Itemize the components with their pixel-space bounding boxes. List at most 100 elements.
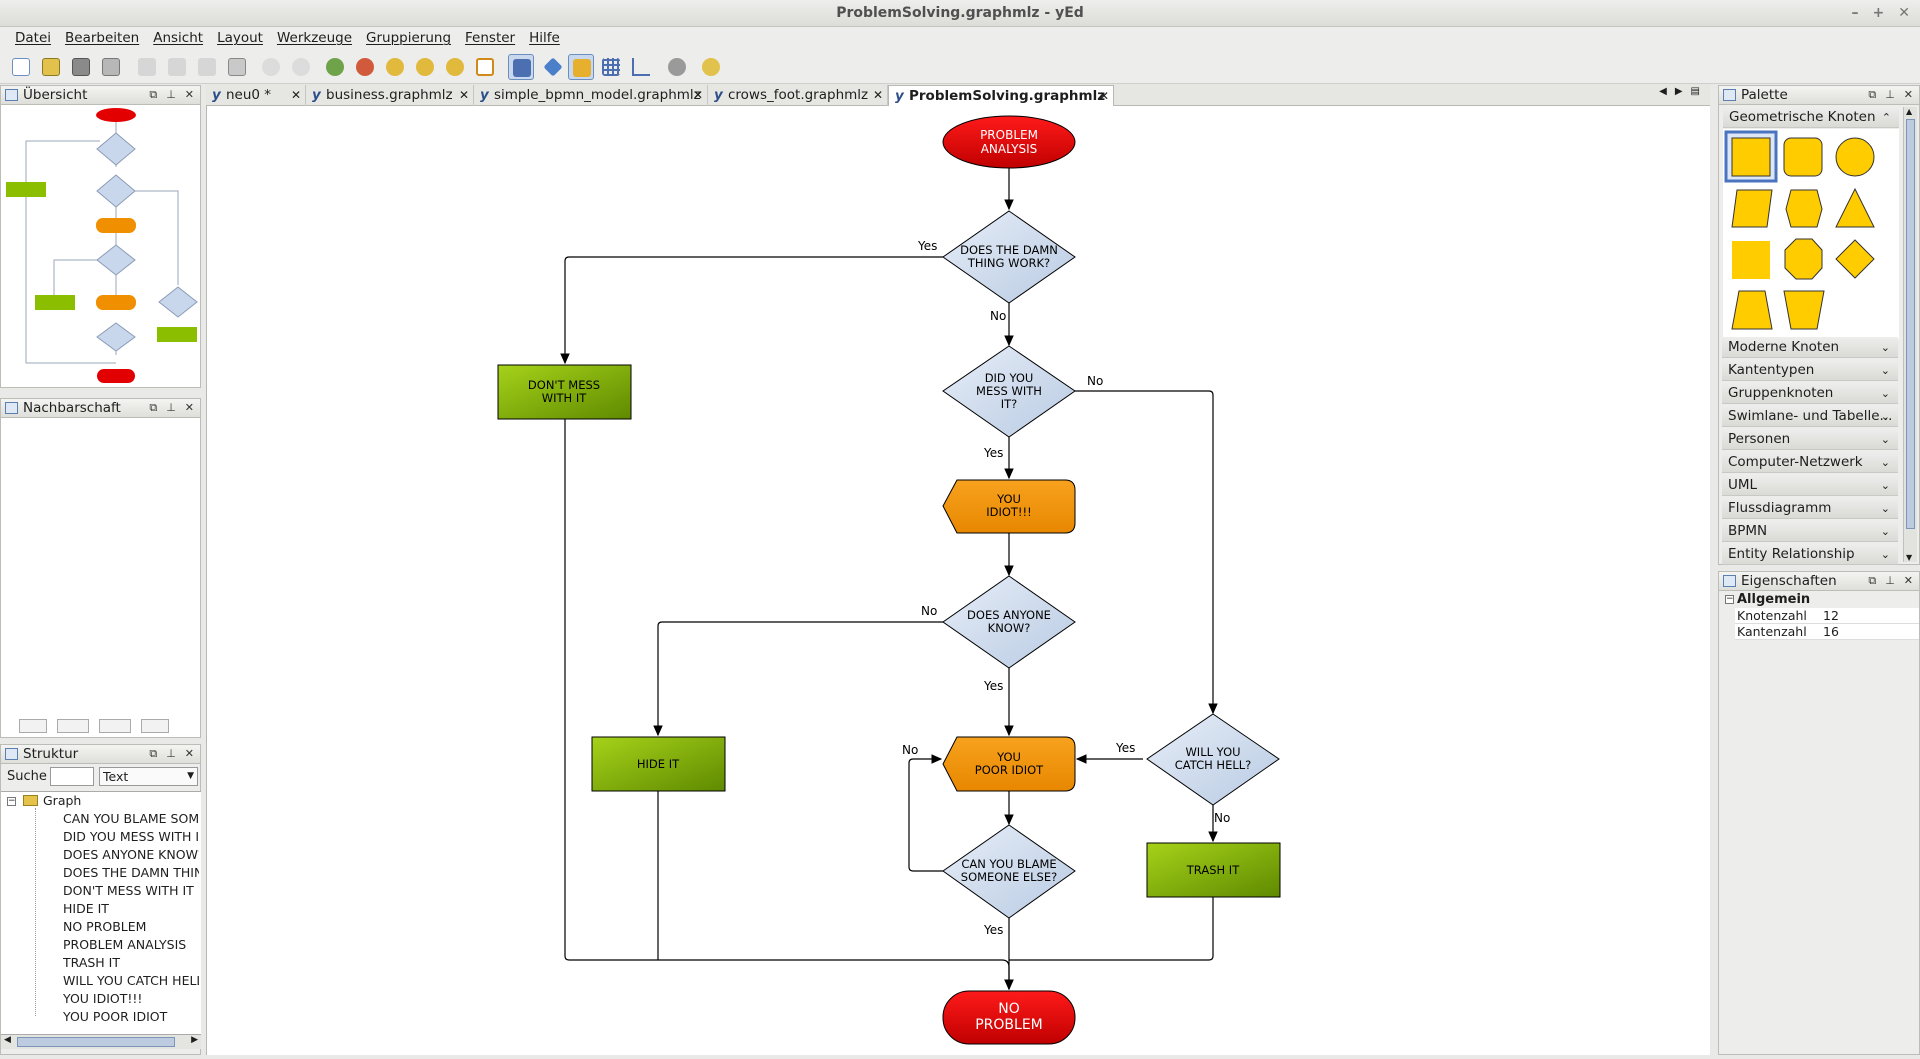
menu-werkzeuge[interactable]: Werkzeuge [276,30,353,46]
scrollbar-thumb[interactable] [17,1037,175,1047]
overview-panel[interactable] [0,105,201,388]
tab-close-icon[interactable]: ✕ [1098,89,1109,103]
fit-content-button[interactable] [472,54,498,80]
new-document-button[interactable] [8,54,34,80]
property-row[interactable]: Knotenzahl 12 [1735,608,1919,624]
tree-item[interactable]: DOES THE DAMN THING [63,865,199,880]
tree-item[interactable]: TRASH IT [63,955,199,970]
neighborhood-mode-1-icon[interactable] [19,719,47,733]
tab-close-icon[interactable]: ✕ [290,88,301,102]
palette-group-geometric[interactable]: Geometrische Knoten⌃ [1723,107,1899,128]
edge-mess-no[interactable] [1075,390,1218,715]
tree-item[interactable]: YOU POOR IDIOT [63,1009,199,1024]
palette-group-group-nodes[interactable]: Gruppenknoten⌄ [1722,383,1898,404]
shape-trapezoid[interactable] [1731,290,1773,330]
edge-work-yes[interactable] [560,256,943,365]
structure-close-icon[interactable]: ✕ [184,747,194,760]
open-button[interactable] [38,54,64,80]
tree-item[interactable]: DOES ANYONE KNOW? [63,847,199,862]
minimize-button[interactable]: – [1851,5,1859,21]
zoom-button[interactable] [412,54,438,80]
structure-tree[interactable]: − Graph CAN YOU BLAME SOME DID YOU MESS … [1,791,201,1042]
orthogonal-edges-button[interactable] [628,54,654,80]
paste-button[interactable] [194,54,220,80]
shape-rectangle[interactable] [1731,137,1771,177]
overview-float-icon[interactable]: ⧉ [149,88,158,101]
menu-layout[interactable]: Layout [217,30,263,46]
tree-item[interactable]: HIDE IT [63,901,199,916]
zoom-out-button[interactable] [352,54,378,80]
tree-item[interactable]: DID YOU MESS WITH IT [63,829,199,844]
zoom-original-button[interactable] [382,54,408,80]
tree-item[interactable]: YOU IDIOT!!! [63,991,199,1006]
node-poor-idiot[interactable]: YOU POOR IDIOT [942,736,1076,792]
neighborhood-mode-2-icon[interactable] [57,719,89,733]
tree-item[interactable]: DON'T MESS WITH IT [63,883,199,898]
node-dont-mess[interactable]: DON'T MESS WITH IT [497,364,632,420]
graph-canvas[interactable]: Yes No No Yes No Yes Yes No No Yes PROBL… [206,106,1710,1055]
redo-button[interactable] [288,54,314,80]
export-button[interactable] [98,54,124,80]
shape-hexagon[interactable] [1785,189,1823,228]
node-trash-it[interactable]: TRASH IT [1146,842,1281,898]
menu-gruppierung[interactable]: Gruppierung [366,30,452,46]
edge-dont-mess-to-no-problem[interactable] [564,419,1014,991]
shape-rounded-rectangle[interactable] [1783,137,1823,177]
undo-button[interactable] [258,54,284,80]
palette-group-people[interactable]: Personen⌄ [1722,429,1898,450]
node-hide-it[interactable]: HIDE IT [591,736,726,792]
node-anyone-know[interactable]: DOES ANYONE KNOW? [942,575,1076,669]
layout-button[interactable] [664,54,690,80]
palette-group-modern[interactable]: Moderne Knoten⌄ [1722,337,1898,358]
menu-datei[interactable]: Datei [15,30,52,46]
copy-button[interactable] [164,54,190,80]
node-did-mess[interactable]: DID YOU MESS WITH IT? [942,345,1076,438]
shape-triangle[interactable] [1835,187,1875,228]
neighborhood-mode-3-icon[interactable] [99,719,131,733]
palette-group-entity-relationship[interactable]: Entity Relationship⌄ [1722,544,1898,565]
node-blame[interactable]: CAN YOU BLAME SOMEONE ELSE? [942,824,1076,919]
palette-group-network[interactable]: Computer-Netzwerk⌄ [1722,452,1898,473]
structure-pin-icon[interactable]: ⊥ [166,747,176,760]
palette-group-swimlane[interactable]: Swimlane- und Tabelle...⌄ [1722,406,1898,427]
tab-list-icon[interactable]: ▤ [1690,86,1700,97]
neighborhood-pin-icon[interactable]: ⊥ [166,401,176,414]
save-button[interactable] [68,54,94,80]
palette-float-icon[interactable]: ⧉ [1868,88,1877,101]
shape-ellipse[interactable] [1835,137,1875,177]
tab-scroll-left-icon[interactable]: ◀ [1659,86,1667,97]
properties-close-icon[interactable]: ✕ [1903,574,1913,587]
overview-pin-icon[interactable]: ⊥ [166,88,176,101]
neighborhood-float-icon[interactable]: ⧉ [149,401,158,414]
cut-button[interactable] [134,54,160,80]
shape-trapezoid-inverted[interactable] [1783,290,1825,330]
tree-item[interactable]: WILL YOU CATCH HELL? [63,973,199,988]
structure-search-input[interactable] [50,767,94,786]
properties-pin-icon[interactable]: ⊥ [1885,574,1895,587]
scroll-right-icon[interactable]: ▶ [191,1035,198,1045]
tree-item[interactable]: CAN YOU BLAME SOME [63,811,199,826]
edge-trash-to-no-problem[interactable] [1009,897,1214,961]
delete-button[interactable] [224,54,250,80]
overview-close-icon[interactable]: ✕ [184,88,194,101]
palette-group-flowchart[interactable]: Flussdiagramm⌄ [1722,498,1898,519]
edit-mode-button[interactable] [508,54,534,80]
tree-root-graph[interactable]: Graph [43,793,82,808]
edge-know-no[interactable] [653,621,943,737]
palette-close-icon[interactable]: ✕ [1903,88,1913,101]
scroll-up-icon[interactable]: ▲ [1906,107,1913,116]
palette-scrollbar[interactable]: ▲ ▼ [1903,107,1917,562]
shape-rectangle-borderless[interactable] [1732,241,1770,279]
shape-octagon[interactable] [1784,238,1823,280]
palette-pin-icon[interactable]: ⊥ [1885,88,1895,101]
shape-parallelogram[interactable] [1731,189,1773,228]
tab-close-icon[interactable]: ✕ [872,88,883,102]
plugins-button[interactable] [698,54,724,80]
menu-fenster[interactable]: Fenster [465,30,516,46]
palette-scrollbar-thumb[interactable] [1906,119,1915,529]
